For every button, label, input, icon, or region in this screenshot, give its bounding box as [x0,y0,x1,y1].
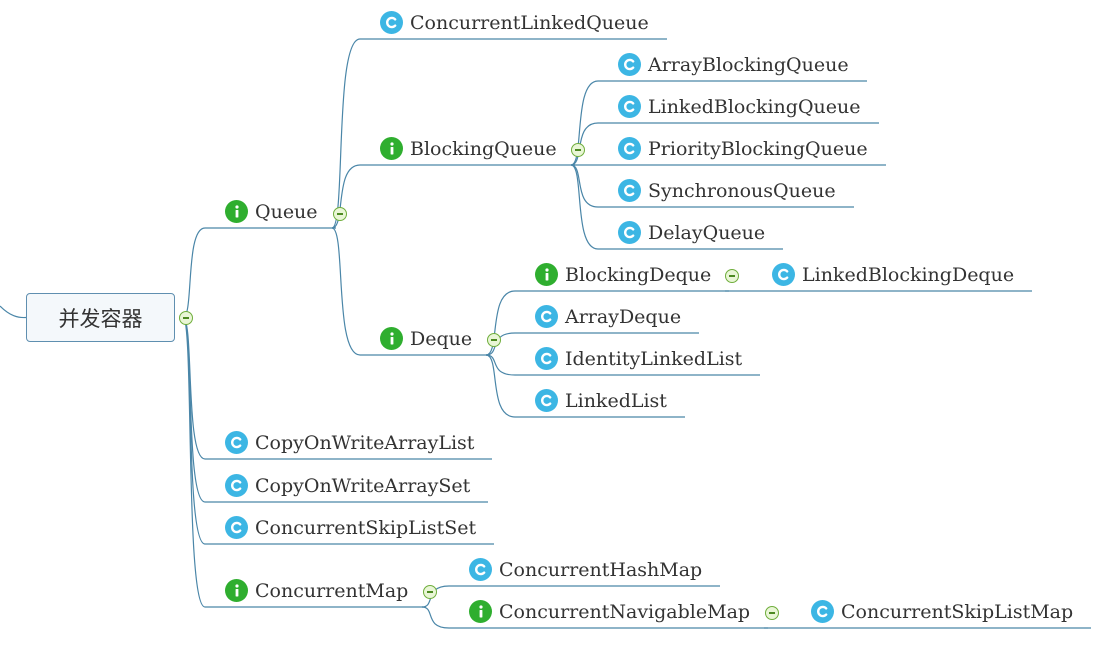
topic-label: ArrayDeque [565,305,682,328]
class-icon [535,347,558,370]
topic-label: BlockingDeque [565,263,712,286]
class-icon [225,516,248,539]
class-icon [225,474,248,497]
interface-icon [535,263,558,286]
topic-concurrent-skip-list-set[interactable]: ConcurrentSkipListSet [225,516,476,539]
topic-array-blocking-queue[interactable]: ArrayBlockingQueue [618,53,849,76]
class-icon [380,11,403,34]
topic-concurrent-navigable-map[interactable]: ConcurrentNavigableMap [469,600,750,623]
class-icon [618,137,641,160]
topic-concurrent-map[interactable]: ConcurrentMap [225,579,408,602]
topic-label: BlockingQueue [410,137,557,160]
class-icon [618,95,641,118]
topic-label: ConcurrentHashMap [499,558,703,581]
connector-line [182,227,206,319]
topic-linked-list[interactable]: LinkedList [535,389,667,412]
collapse-toggle-icon[interactable] [571,143,585,157]
topic-label: ConcurrentSkipListMap [841,600,1074,623]
root-topic-label: 并发容器 [58,306,143,331]
class-icon [535,305,558,328]
collapse-toggle-icon[interactable] [765,606,779,620]
topic-priority-blocking-queue[interactable]: PriorityBlockingQueue [618,137,868,160]
class-icon [618,221,641,244]
class-icon [225,431,248,454]
root-topic[interactable]: 并发容器 [26,293,175,342]
connector-line [485,290,516,356]
connector-line [421,606,450,629]
topic-label: ArrayBlockingQueue [648,53,849,76]
topic-label: CopyOnWriteArrayList [255,431,475,454]
connector-line [331,164,361,229]
class-icon [618,179,641,202]
topic-label: PriorityBlockingQueue [648,137,868,160]
interface-icon [380,137,403,160]
interface-icon [380,327,403,350]
connector-line [182,316,206,503]
collapse-toggle-icon[interactable] [423,585,437,599]
topic-copy-on-write-array-list[interactable]: CopyOnWriteArrayList [225,431,474,454]
connector-line [0,305,27,319]
topic-label: LinkedBlockingQueue [648,95,861,118]
connector-line [570,164,599,250]
topic-array-deque[interactable]: ArrayDeque [535,305,681,328]
topic-label: SynchronousQueue [648,179,836,202]
connector-line [570,80,599,166]
topic-label: IdentityLinkedList [565,347,743,370]
collapse-toggle-icon[interactable] [333,207,347,221]
topic-concurrent-hash-map[interactable]: ConcurrentHashMap [469,558,702,581]
topic-blocking-deque[interactable]: BlockingDeque [535,263,711,286]
topic-label: DelayQueue [648,221,766,244]
interface-icon [225,579,248,602]
topic-copy-on-write-array-set[interactable]: CopyOnWriteArraySet [225,474,470,497]
topic-deque[interactable]: Deque [380,327,472,350]
interface-icon [225,200,248,223]
connector-line [182,316,206,460]
topic-delay-queue[interactable]: DelayQueue [618,221,765,244]
connector-line [485,354,516,418]
topic-queue[interactable]: Queue [225,200,318,223]
connector-line [182,316,206,608]
topic-label: ConcurrentNavigableMap [499,600,751,623]
topic-linked-blocking-queue[interactable]: LinkedBlockingQueue [618,95,861,118]
topic-label: Queue [255,200,318,223]
topic-label: ConcurrentLinkedQueue [410,11,649,34]
topic-label: LinkedList [565,389,667,412]
topic-blocking-queue[interactable]: BlockingQueue [380,137,557,160]
interface-icon [469,600,492,623]
collapse-toggle-icon[interactable] [725,269,739,283]
class-icon [811,600,834,623]
topic-label: LinkedBlockingDeque [802,263,1015,286]
topic-label: ConcurrentSkipListSet [255,516,477,539]
topic-concurrent-skip-list-map[interactable]: ConcurrentSkipListMap [811,600,1073,623]
connector-line [331,227,361,356]
class-icon [469,558,492,581]
topic-identity-linked-list[interactable]: IdentityLinkedList [535,347,742,370]
topic-concurrent-linked-queue[interactable]: ConcurrentLinkedQueue [380,11,649,34]
class-icon [535,389,558,412]
topic-synchronous-queue[interactable]: SynchronousQueue [618,179,836,202]
collapse-toggle-icon[interactable] [487,333,501,347]
connector-line [485,354,516,376]
class-icon [618,53,641,76]
topic-label: ConcurrentMap [255,579,409,602]
connector-line [570,164,599,208]
class-icon [772,263,795,286]
topic-label: CopyOnWriteArraySet [255,474,471,497]
collapse-toggle-icon[interactable] [179,311,193,325]
topic-label: Deque [410,327,473,350]
topic-linked-blocking-deque[interactable]: LinkedBlockingDeque [772,263,1014,286]
connector-line [331,38,361,229]
